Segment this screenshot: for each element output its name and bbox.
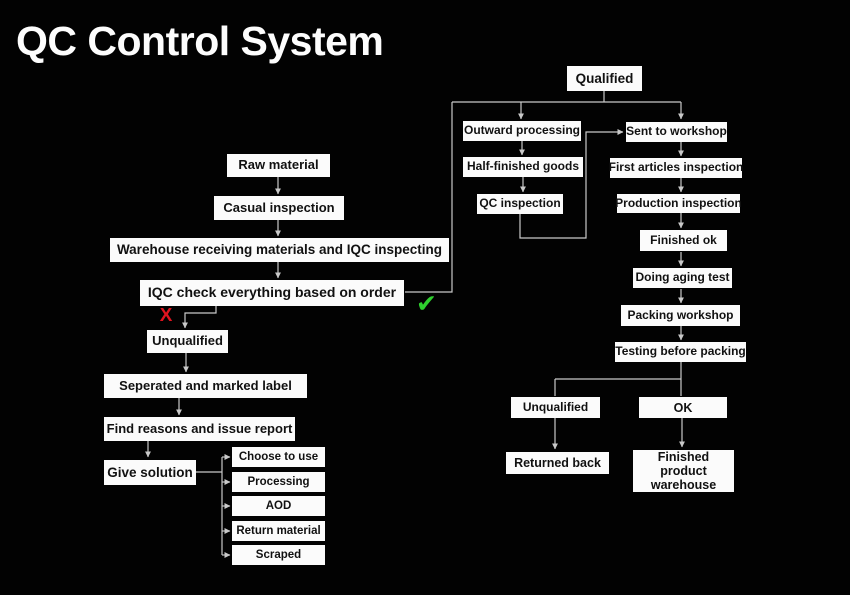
qualified-check-icon: ✔ xyxy=(416,289,437,318)
node-testing-before-packing: Testing before packing xyxy=(615,342,746,362)
node-unqualified-right: Unqualified xyxy=(511,397,600,418)
node-raw-material: Raw material xyxy=(227,154,330,177)
node-half-finished-goods: Half-finished goods xyxy=(463,157,583,177)
page-title: QC Control System xyxy=(16,18,384,64)
node-qualified: Qualified xyxy=(567,66,642,91)
node-production-inspection: Production inspection xyxy=(615,194,742,213)
node-finished-product-warehouse: Finished product warehouse xyxy=(633,450,734,492)
node-return-material: Return material xyxy=(232,521,325,541)
node-find-reasons: Find reasons and issue report xyxy=(104,417,295,441)
node-casual-inspection: Casual inspection xyxy=(214,196,344,220)
unqualified-cross-icon: X xyxy=(159,305,173,325)
node-packing-workshop: Packing workshop xyxy=(621,305,740,326)
node-first-articles-inspection: First articles inspection xyxy=(609,158,743,178)
node-ok: OK xyxy=(639,397,727,418)
node-qc-inspection: QC inspection xyxy=(477,194,563,214)
node-processing: Processing xyxy=(232,472,325,492)
node-finished-ok: Finished ok xyxy=(640,230,727,251)
node-outward-processing: Outward processing xyxy=(463,121,581,141)
node-iqc-check: IQC check everything based on order xyxy=(140,280,404,306)
node-aod: AOD xyxy=(232,496,325,516)
node-choose-to-use: Choose to use xyxy=(232,447,325,467)
node-sent-to-workshop: Sent to workshop xyxy=(626,122,727,142)
node-give-solution: Give solution xyxy=(104,460,196,485)
node-returned-back: Returned back xyxy=(506,452,609,474)
node-unqualified-left: Unqualified xyxy=(147,330,228,353)
node-doing-aging-test: Doing aging test xyxy=(633,268,732,288)
node-warehouse-receiving: Warehouse receiving materials and IQC in… xyxy=(110,238,449,262)
node-scraped: Scraped xyxy=(232,545,325,565)
node-seperated-marked: Seperated and marked label xyxy=(104,374,307,398)
